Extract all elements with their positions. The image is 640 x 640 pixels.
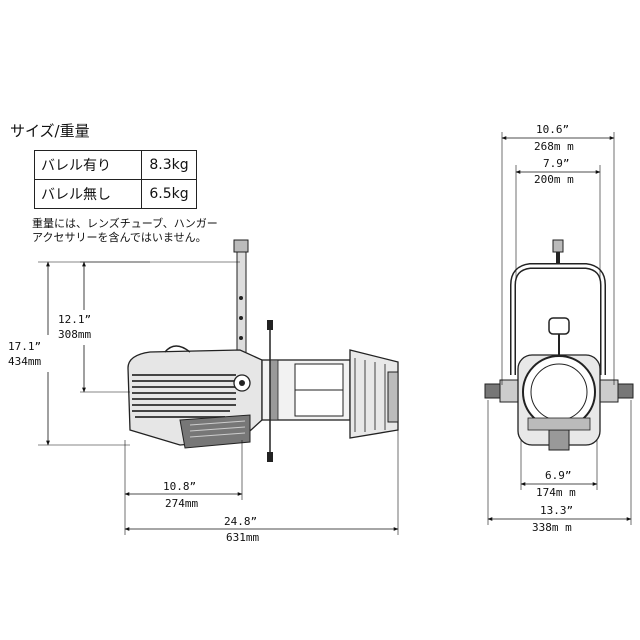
dim-total-length-mm: 631mm: [226, 531, 259, 544]
dim-yoke-inner: 7.9” 200m m: [515, 157, 601, 280]
weight-label: バレル有り: [34, 150, 142, 180]
dim-yoke-outer-inch: 10.6”: [536, 123, 569, 136]
weight-table: バレル有り 8.3kg バレル無し 6.5kg: [34, 150, 197, 209]
dim-body-width: 6.9” 174m m: [520, 440, 598, 499]
dim-body-length-inch: 10.8”: [163, 480, 196, 493]
note-line: アクセサリーを含んではいません。: [32, 231, 207, 244]
page-title: サイズ/重量: [10, 122, 90, 140]
dim-total-length-inch: 24.8”: [224, 515, 257, 528]
table-row: バレル無し 6.5kg: [34, 179, 197, 209]
weight-note: 重量には、レンズチューブ、ハンガー アクセサリーを含んではいません。: [32, 217, 218, 245]
dim-height-inch: 17.1”: [8, 340, 41, 353]
dim-yoke-inner-mm: 200m m: [534, 173, 574, 186]
dim-pivot-inch: 12.1”: [58, 313, 91, 326]
dim-body-length: 10.8” 274mm: [124, 440, 243, 535]
side-view-fixture: [127, 239, 399, 462]
dim-height-mm: 434mm: [8, 355, 41, 368]
dim-pivot-mm: 308mm: [58, 328, 91, 341]
weight-label: バレル無し: [34, 179, 142, 209]
dim-total-length: 24.8” 631mm: [124, 430, 399, 544]
dim-yoke-outer: 10.6” 268m m: [501, 123, 615, 385]
dim-front-total-inch: 13.3”: [540, 504, 573, 517]
weight-value: 8.3kg: [141, 150, 197, 180]
note-line: 重量には、レンズチューブ、ハンガー: [32, 217, 218, 230]
dim-body-length-mm: 274mm: [165, 497, 198, 510]
dim-body-width-inch: 6.9”: [545, 469, 572, 482]
front-view-fixture: [484, 239, 634, 451]
dim-pivot-height: 12.1” 308mm: [58, 261, 240, 393]
dim-yoke-inner-inch: 7.9”: [543, 157, 570, 170]
dim-front-total: 13.3” 338m m: [487, 400, 632, 534]
table-row: バレル有り 8.3kg: [34, 150, 197, 180]
dim-body-width-mm: 174m m: [536, 486, 576, 499]
dim-front-total-mm: 338m m: [532, 521, 572, 534]
dim-height: 17.1” 434mm: [8, 261, 150, 446]
weight-value: 6.5kg: [141, 179, 197, 209]
dim-yoke-outer-mm: 268m m: [534, 140, 574, 153]
